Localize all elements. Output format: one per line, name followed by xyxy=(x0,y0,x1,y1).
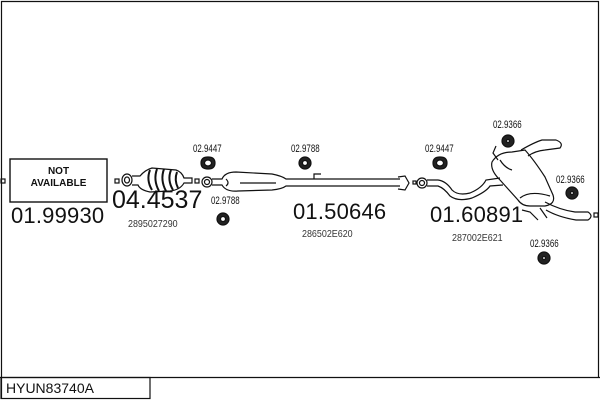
part-number: 01.60891 xyxy=(430,202,524,227)
gasket-icon xyxy=(200,156,216,170)
front-pipe-icon xyxy=(201,171,400,192)
oem-number: 287002E621 xyxy=(452,232,503,244)
connector-icon xyxy=(114,178,120,184)
not-available-box xyxy=(9,158,108,203)
catalytic-converter-icon xyxy=(121,167,193,193)
not-available-line1: NOT xyxy=(47,166,70,177)
accessory-ref: 02.9788 xyxy=(211,195,240,207)
not-available-label: NOT AVAILABLE xyxy=(10,167,107,189)
oem-number: 286502E620 xyxy=(302,228,353,240)
rubber-mount-icon xyxy=(501,134,515,148)
accessory-ref: 02.9366 xyxy=(530,238,559,250)
gasket-icon xyxy=(432,156,448,170)
code-box xyxy=(0,376,151,400)
rear-muffler-icon xyxy=(491,139,599,221)
rubber-mount-icon xyxy=(537,251,551,265)
accessory-ref: 02.9447 xyxy=(425,143,454,155)
accessory-ref: 02.9447 xyxy=(193,143,222,155)
rubber-mount-icon xyxy=(565,186,579,200)
part-number: 01.99930 xyxy=(11,203,105,228)
accessory-ref: 02.9366 xyxy=(493,119,522,131)
accessory-ref: 02.9788 xyxy=(291,143,320,155)
not-available-line2: AVAILABLE xyxy=(30,178,87,189)
ring-icon xyxy=(298,156,312,170)
diagram-code: HYUN83740A xyxy=(6,380,94,396)
connector-icon xyxy=(0,178,6,184)
part-number: 01.50646 xyxy=(293,199,387,224)
connector-icon xyxy=(194,178,200,184)
rear-pipe-icon xyxy=(427,177,504,201)
accessory-ref: 02.9366 xyxy=(556,174,585,186)
oem-number: 2895027290 xyxy=(128,218,178,230)
ring-icon xyxy=(216,212,230,226)
part-number: 04.4537 xyxy=(112,186,203,214)
flange-icon xyxy=(397,175,428,191)
